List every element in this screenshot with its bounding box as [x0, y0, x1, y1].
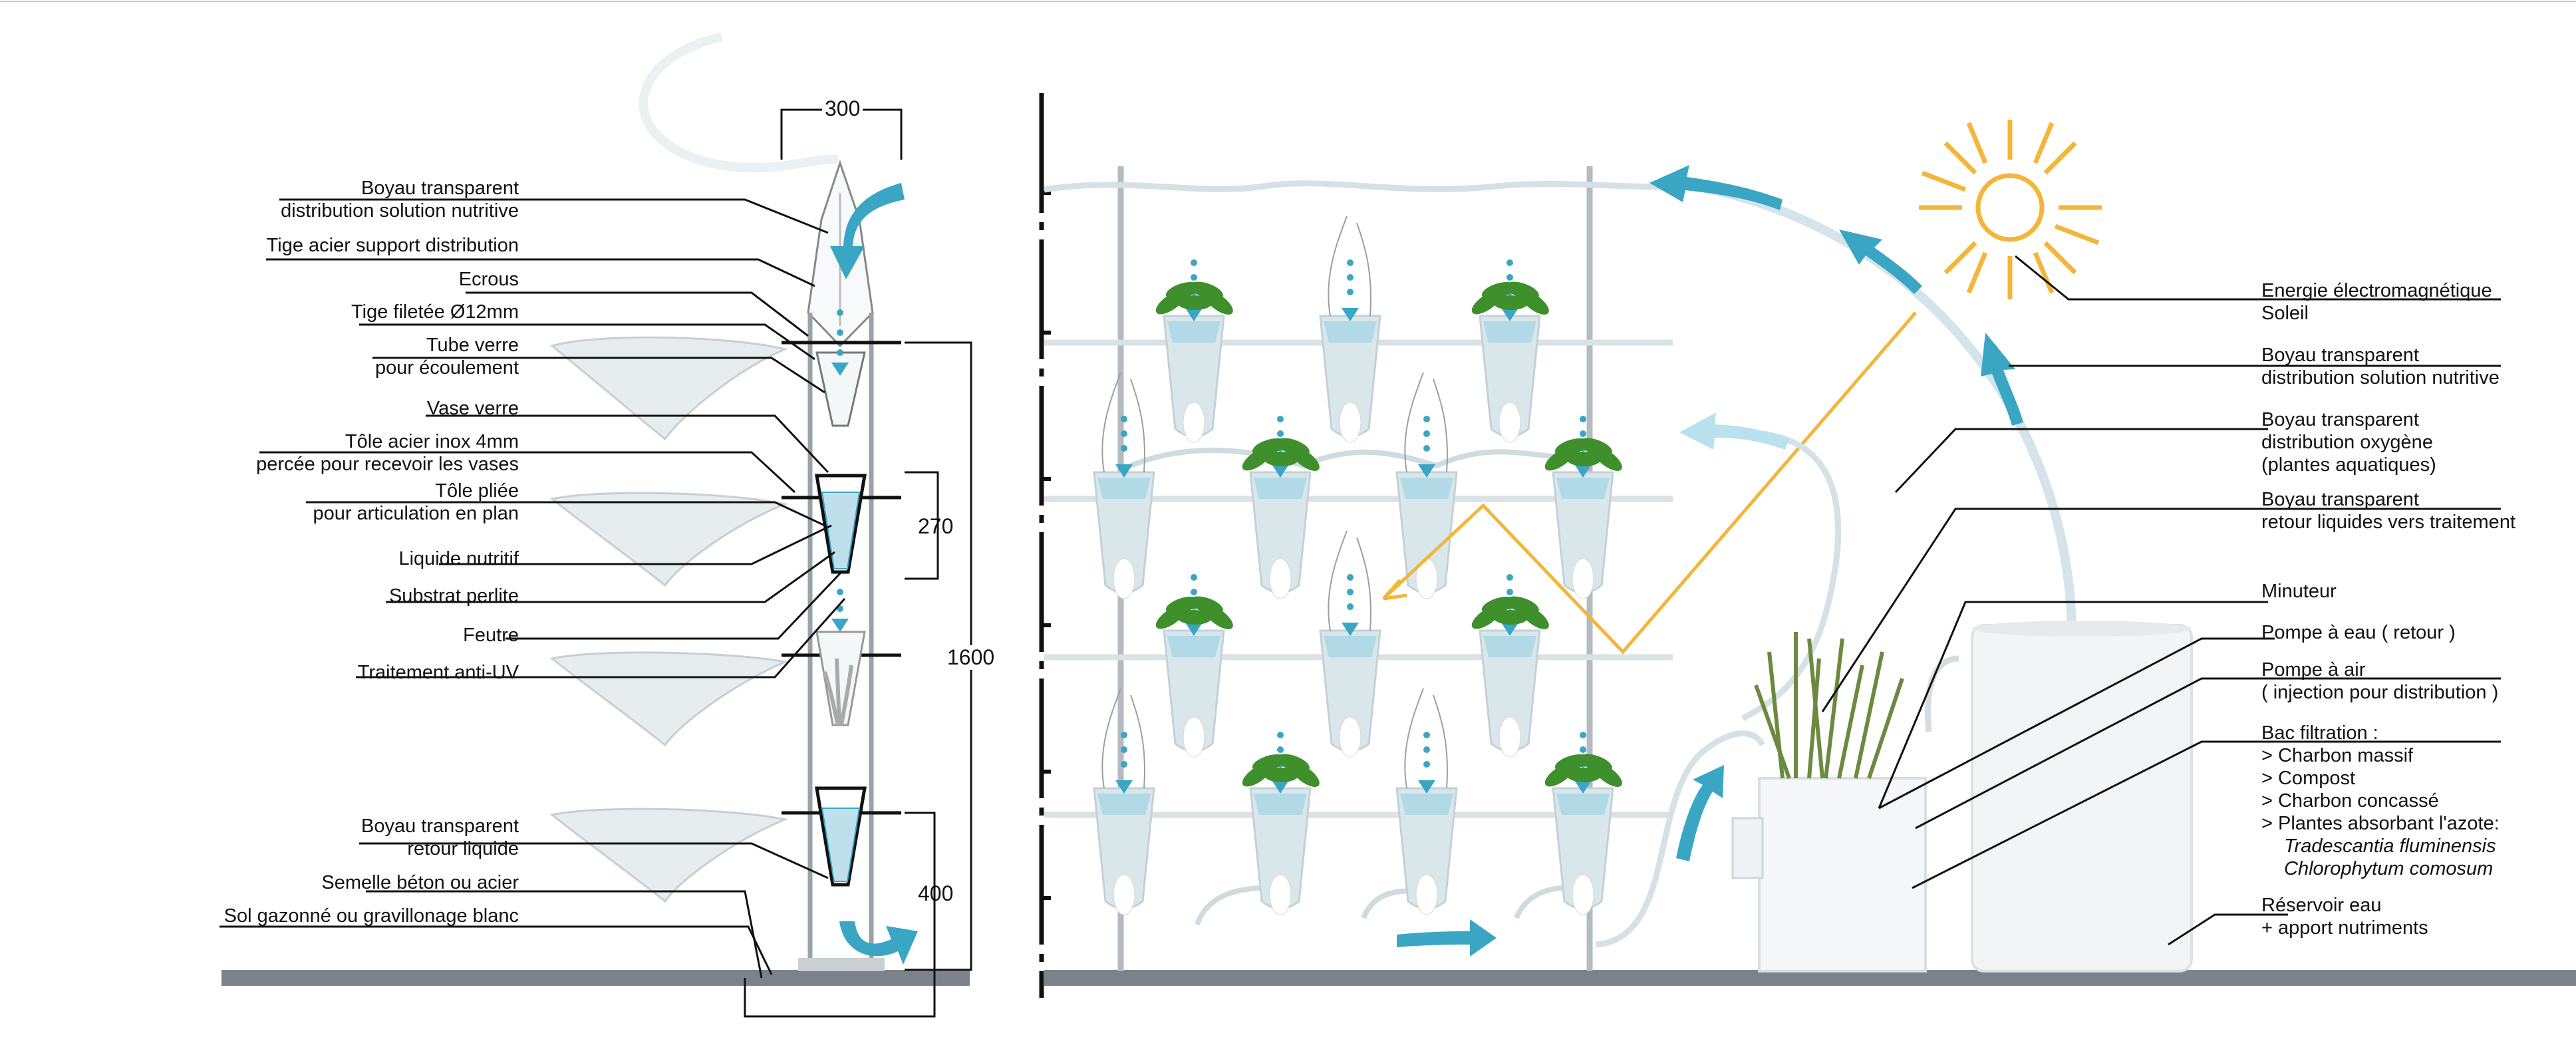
dimension-width-top: 300 — [822, 96, 863, 121]
vase-unit — [1242, 416, 1320, 599]
distribution-arc-hose — [1675, 178, 2076, 633]
vase-unit — [1471, 574, 1549, 758]
dimension-base: 400 — [918, 881, 954, 905]
return-hose — [1596, 730, 1766, 948]
section-divider-ticks — [1042, 191, 1051, 900]
oxygen-arrow — [1679, 412, 1789, 450]
label-reservoir: Réservoir eau+ apport nutriments — [2261, 895, 2428, 939]
flow-arrows — [1397, 165, 2023, 957]
label-ecrous: Ecrous — [458, 269, 519, 290]
ground-left — [221, 970, 970, 986]
label-liquide-nutritif: Liquide nutritif — [398, 548, 519, 569]
label-feutre: Feutre — [463, 625, 519, 646]
vase-unit — [1093, 688, 1155, 915]
dimension-total-height: 1600 — [944, 645, 998, 670]
left-leaders — [219, 198, 846, 978]
drip-drops-left — [831, 309, 849, 632]
dimension-spacing: 270 — [918, 514, 954, 538]
label-sol: Sol gazonné ou gravillonage blanc — [223, 905, 519, 927]
right-leaders — [1821, 255, 2501, 946]
label-minuteur: Minuteur — [2261, 581, 2337, 602]
vase-unit — [1395, 688, 1458, 915]
top-hose — [1044, 180, 1703, 193]
sun-ray-path — [1382, 311, 1917, 655]
vase-unit — [1544, 732, 1622, 915]
label-traitement-uv: Traitement anti-UV — [357, 662, 519, 683]
shelf-plan-ghosts — [549, 336, 789, 903]
base-plate — [798, 958, 885, 971]
vase-unit — [1319, 216, 1381, 443]
label-tige-filetee: Tige filetée Ø12mm — [351, 301, 519, 323]
vase-unit — [1395, 372, 1458, 599]
label-pompe-air: Pompe à air( injection pour distribution… — [2261, 659, 2499, 703]
label-semelle: Semelle béton ou acier — [321, 872, 519, 893]
vase-unit — [1242, 732, 1320, 915]
vase-grid — [1093, 216, 1622, 915]
vase-unit — [1155, 574, 1233, 758]
distribution-hose-curve — [639, 32, 839, 173]
outflow-arrow — [839, 921, 918, 965]
vase-unit — [1155, 259, 1233, 443]
sun-icon — [1919, 120, 2102, 299]
vase-unit — [1093, 372, 1155, 599]
vase-unit — [1319, 530, 1381, 758]
vase-unit — [1471, 259, 1549, 443]
label-vase-verre: Vase verre — [426, 398, 519, 419]
label-pompe-eau: Pompe à eau ( retour ) — [2261, 622, 2456, 643]
label-bac-filtration: Bac filtration : > Charbon massif > Comp… — [2261, 722, 2500, 879]
water-reservoir — [1925, 621, 2193, 972]
vase-unit — [1544, 416, 1622, 599]
label-tige-support: Tige acier support distribution — [266, 235, 519, 256]
inflow-arrow — [830, 183, 905, 279]
filtration-tank — [1731, 632, 1927, 972]
label-substrat-perlite: Substrat perlite — [388, 585, 519, 607]
